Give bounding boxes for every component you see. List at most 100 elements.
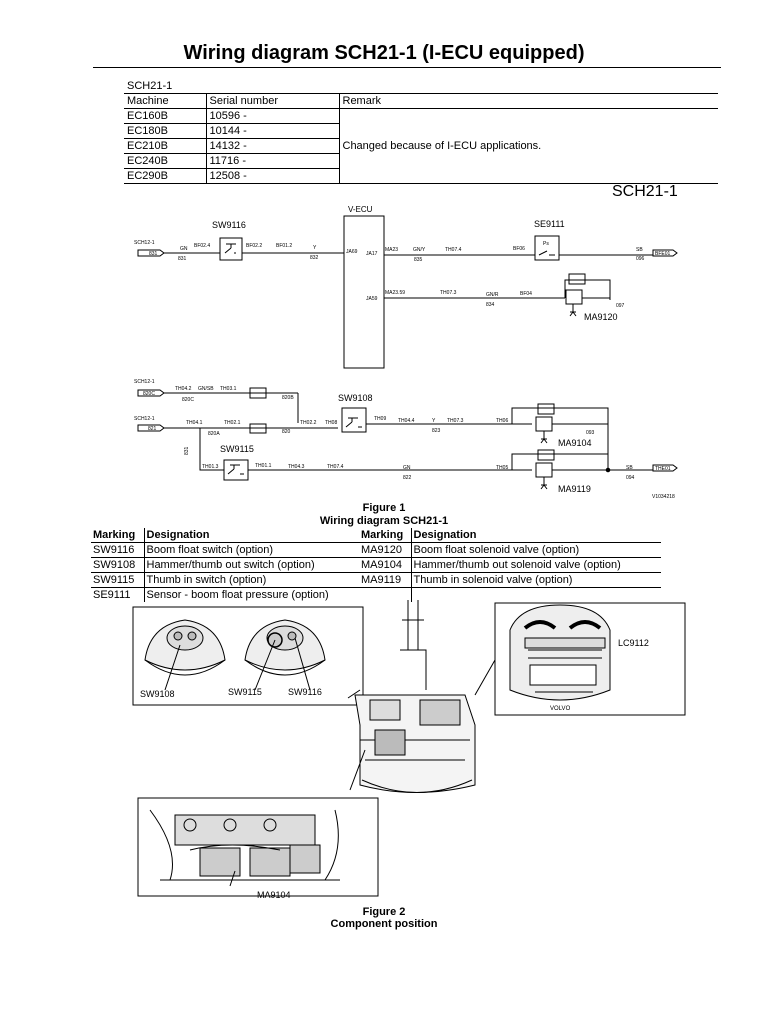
diode-ma9119: [537, 449, 555, 461]
legend-cell: Thumb in switch (option): [143, 572, 359, 588]
legend-cell: MA9119: [359, 572, 411, 588]
v-ecu-label: V-ECU: [348, 205, 373, 214]
joystick-label-sw9116: SW9116: [288, 687, 322, 697]
wire-label: BF02.2: [246, 243, 262, 249]
legend-cell: Hammer/thumb out switch (option): [143, 557, 359, 573]
wire-label: TH08: [325, 420, 337, 426]
legend-cell: SW9115: [91, 572, 144, 588]
wire-label: Y: [432, 418, 436, 424]
header-serial: Serial number: [205, 93, 339, 109]
joystick-label-sw9108: SW9108: [140, 689, 175, 699]
joystick-label-sw9115: SW9115: [228, 687, 262, 697]
wire-label: TH04.1: [186, 420, 203, 426]
legend-cell: SE9111: [93, 589, 131, 601]
wire-label: BF04: [520, 291, 532, 297]
legend-table: Marking Designation Marking Designation …: [91, 528, 661, 602]
page-title: Wiring diagram SCH21-1 (I-ECU equipped): [183, 42, 585, 64]
joystick-left: [144, 619, 226, 676]
wire-label: JA59: [366, 296, 378, 302]
sw9115-label: SW9115: [220, 444, 254, 454]
solenoid-ma9104: [535, 416, 553, 432]
connector-820c: [137, 389, 165, 397]
connector-text: 821: [148, 426, 157, 432]
wire-label: TH01.1: [255, 463, 272, 469]
wire-label: TH05: [496, 465, 508, 471]
wire-label: TH04.3: [288, 464, 305, 470]
header-machine: Machine: [124, 93, 206, 109]
schematic-label: SCH21-1: [612, 183, 678, 200]
diode: [249, 423, 267, 434]
legend-cell: Boom float switch (option): [143, 542, 359, 558]
wire-label: 823: [432, 428, 441, 434]
switch-sw9116: [219, 237, 243, 261]
figure2-caption: Component position: [330, 918, 438, 930]
connector-label: SCH12-1: [134, 240, 155, 246]
remark-cell: Changed because of I-ECU applications.: [338, 108, 718, 184]
table-cell: 10144 -: [205, 123, 339, 139]
sw9116-label: SW9116: [212, 220, 246, 230]
wire-label: TH03.1: [220, 386, 237, 392]
legend-cell: MA9120: [359, 542, 411, 558]
wire-label: GN: [180, 246, 188, 252]
wire-label: TH07.4: [327, 464, 344, 470]
legend-cell: Thumb in solenoid valve (option): [410, 572, 661, 588]
wire-label: BF02.4: [194, 243, 210, 249]
se9111-label: SE9111: [534, 219, 565, 229]
wire-label: MA23: [385, 247, 398, 253]
wire-label: 096: [636, 256, 645, 262]
wire-label: TH07.3: [447, 418, 464, 424]
wire-label: 835: [414, 257, 423, 263]
legend-cell: Hammer/thumb out solenoid valve (option): [410, 557, 661, 573]
wire-label: 831: [184, 446, 190, 455]
legend-cell: MA9104: [359, 557, 411, 573]
sensor-ps-label: Ps: [543, 241, 549, 247]
wire-label: TH07.4: [445, 247, 462, 253]
wire-label: 822: [403, 475, 412, 481]
figure-id: V1034218: [652, 494, 675, 500]
junction-dot: [605, 467, 611, 473]
sensor-se9111: [534, 235, 560, 261]
ma9120-label: MA9120: [584, 312, 618, 322]
wire-label: 097: [616, 303, 625, 309]
wire-label: 820C: [182, 397, 194, 403]
valve-block-illustration: [149, 809, 340, 881]
table-cell: EC180B: [124, 123, 206, 139]
legend-header-designation: Designation: [143, 528, 359, 543]
diode-ma9104: [537, 403, 555, 415]
legend-cell: Sensor - boom float pressure (option): [143, 587, 359, 602]
wire-label: 820: [282, 429, 291, 435]
title-rule: [93, 67, 721, 68]
monitor-brand: VOLVO: [550, 706, 571, 712]
connector-821: [137, 424, 165, 432]
legend-cell: Boom float solenoid valve (option): [410, 542, 661, 558]
wire-label: TH06: [496, 418, 508, 424]
header-remark: Remark: [338, 93, 718, 109]
wire-label: 094: [626, 475, 635, 481]
table-cell: EC240B: [124, 153, 206, 169]
joystick-right: [244, 619, 326, 676]
table-cell: 10596 -: [205, 108, 339, 124]
monitor-label: LC9112: [618, 638, 649, 648]
table-cell: EC210B: [124, 138, 206, 154]
valve-label: MA9104: [257, 890, 291, 900]
wire-label: SB: [636, 247, 643, 253]
wire-label: Y: [313, 245, 317, 251]
v-ecu-box: [343, 215, 385, 369]
table-caption: SCH21-1: [127, 80, 173, 92]
wire-label: TH09: [374, 416, 386, 422]
wire-label: TH04.2: [175, 386, 192, 392]
table-cell: 11716 -: [205, 153, 339, 169]
ma9104-label: MA9104: [558, 438, 592, 448]
wire-label: BF06: [513, 246, 525, 252]
wire-label: JA17: [366, 251, 378, 257]
legend-header-marking: Marking: [91, 528, 144, 543]
connector-text: BFE01: [655, 251, 671, 257]
figure1-label: Figure 1: [362, 502, 406, 514]
wiring-schematic: V-ECU SCH12-1 831 GN BF02.4 831 SW9116 B…: [134, 205, 678, 500]
connector-text: 831: [149, 251, 158, 257]
ma9119-label: MA9119: [558, 484, 591, 494]
wire-label: TH04.4: [398, 418, 415, 424]
figure1-caption: Wiring diagram SCH21-1: [319, 515, 449, 527]
wire-label: GN/R: [486, 292, 499, 298]
wire-label: 832: [310, 255, 319, 261]
